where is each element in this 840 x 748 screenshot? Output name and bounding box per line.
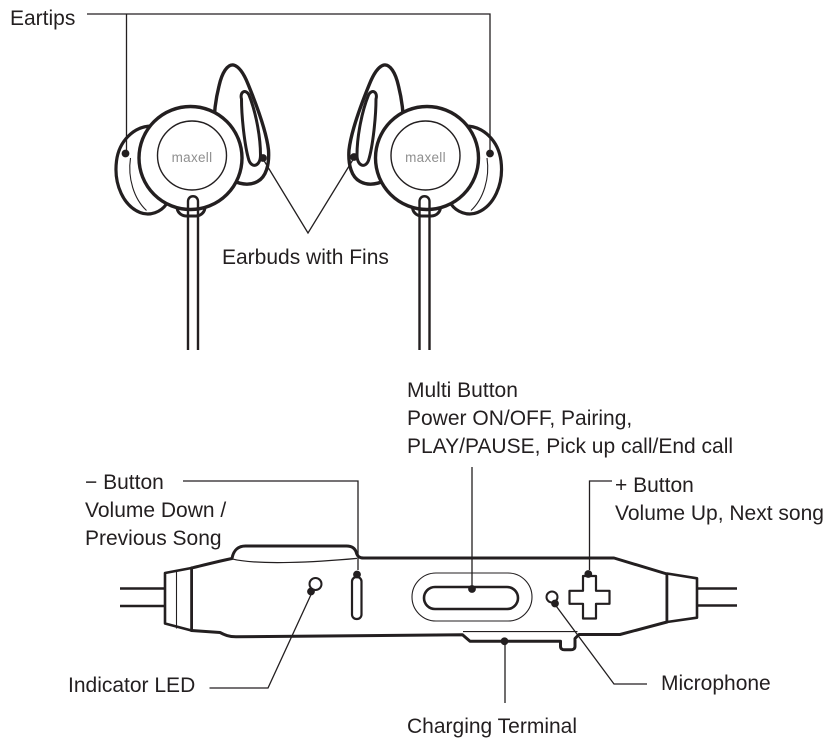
plus-button-shape — [568, 574, 611, 620]
earbuds-with-fins-label: Earbuds with Fins — [222, 246, 389, 269]
multi-button-label: Multi Button Power ON/OFF, Pairing, PLAY… — [407, 377, 733, 461]
indicator-led-leader-line — [209, 593, 313, 689]
multi-button-label-title: Multi Button — [407, 379, 518, 402]
fin-marker-dot-right — [350, 153, 358, 161]
microphone-label: Microphone — [661, 672, 771, 695]
plus-button-label-title: + Button — [615, 474, 694, 497]
fin-marker-dot-left — [259, 154, 267, 162]
minus-button-label-desc2: Previous Song — [85, 527, 222, 550]
right-earbud — [347, 63, 504, 352]
microphone-leader-line — [555, 606, 647, 685]
multi-button-label-desc2: PLAY/PAUSE, Pick up call/End call — [407, 435, 734, 458]
indicator-led-shape — [308, 577, 323, 591]
left-earbud — [114, 63, 271, 352]
eartip-marker-dot-left — [121, 149, 130, 158]
earbuds-illustration: maxell maxell — [87, 13, 504, 352]
multi-button-label-desc1: Power ON/OFF, Pairing, — [407, 407, 633, 430]
minus-button-marker-dot — [353, 570, 361, 579]
eartip-marker-dot-right — [486, 149, 494, 158]
microphone-marker-dot — [551, 599, 559, 608]
fins-leader-line — [262, 157, 355, 235]
minus-button-label-title: − Button — [85, 471, 164, 494]
pod-shoulder-seam-line — [231, 557, 358, 564]
plus-button-label: + Button Volume Up, Next song — [615, 472, 824, 528]
minus-button-label-desc1: Volume Down / — [85, 499, 227, 522]
minus-button-label: − Button Volume Down / Previous Song — [85, 469, 226, 553]
indicator-led-label: Indicator LED — [68, 674, 196, 697]
indicator-led-marker-dot — [307, 587, 315, 596]
minus-button-shape — [350, 575, 363, 621]
eartips-label: Eartips — [10, 7, 76, 30]
left-earbud-brand-logo: maxell — [172, 150, 213, 165]
multi-button-marker-dot — [468, 585, 476, 593]
plus-button-label-desc1: Volume Up, Next song — [615, 502, 824, 525]
charging-terminal-marker-dot — [500, 637, 509, 646]
pod-strain-relief-right — [665, 572, 699, 624]
pod-strain-relief-left — [163, 566, 193, 632]
control-pod-illustration — [120, 467, 737, 703]
eartips-leader-line — [87, 13, 491, 150]
minus-button-leader-line — [183, 480, 359, 570]
right-earbud-brand-logo: maxell — [405, 150, 446, 165]
plus-button-leader-line — [588, 480, 612, 570]
plus-button-marker-dot — [584, 570, 593, 578]
charging-terminal-label: Charging Terminal — [407, 715, 578, 738]
